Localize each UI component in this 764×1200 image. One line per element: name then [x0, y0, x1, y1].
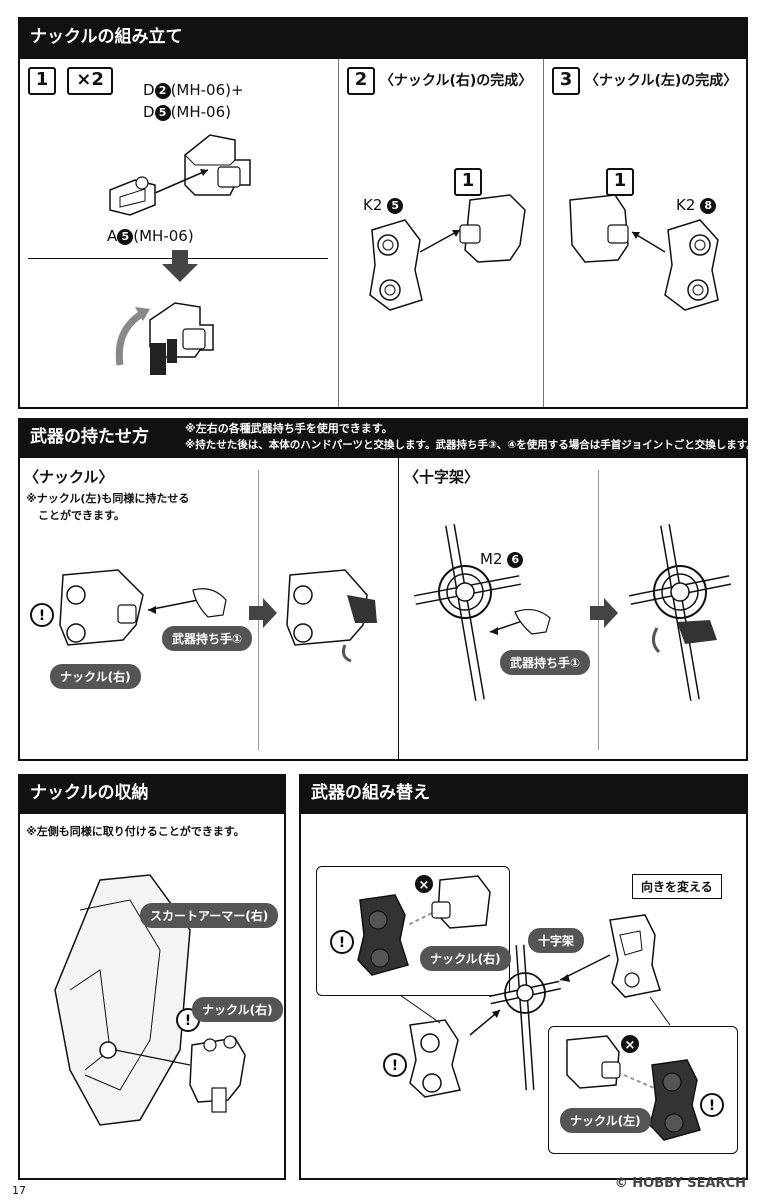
cross-mark-icon: ×	[625, 1038, 636, 1053]
warning-icon: !	[339, 935, 345, 951]
reconfig-right-label: ナックル(右)	[420, 946, 511, 971]
knuckle-subtitle: 〈ナックル〉	[24, 468, 114, 486]
reconfig-left-label: ナックル(左)	[560, 1108, 651, 1133]
step-title: 〈ナックル(右)の完成〉	[379, 73, 533, 89]
wrong-orientation-bottom-illustration: × !	[566, 1035, 724, 1141]
knuckle-held-illustration	[286, 569, 377, 663]
section-header-reconfig: 武器の組み替え	[299, 774, 748, 812]
divider	[398, 458, 399, 759]
cross-weapon-illustration	[414, 524, 551, 701]
divider	[543, 59, 544, 407]
part-label-k2-8: K2 8	[676, 196, 717, 214]
holding-note-1: ※左右の各種武器持ち手を使用できます。	[185, 422, 393, 435]
step-title: 〈ナックル(左)の完成〉	[584, 73, 738, 89]
wrong-orientation-top-illustration: ! ×	[330, 875, 491, 976]
cross-held-illustration	[629, 524, 731, 701]
warning-icon: !	[39, 608, 45, 624]
knuckle-note-line2: ことができます。	[38, 509, 125, 522]
down-arrow-icon	[162, 250, 198, 282]
divider	[338, 59, 339, 407]
quantity-badge: ×2	[67, 67, 114, 95]
skirt-armor-label: スカートアーマー(右)	[140, 903, 279, 928]
step-ref: 1	[454, 168, 482, 196]
page-number: 17	[12, 1184, 26, 1197]
warning-icon: !	[185, 1013, 191, 1029]
watermark: © HOBBY SEARCH	[614, 1176, 746, 1191]
knuckle-part-illustration	[109, 134, 251, 216]
part-label-k2-5: K2 5	[363, 196, 404, 214]
step-number: 2	[347, 67, 375, 95]
warning-icon: !	[709, 1098, 715, 1114]
right-arrow-icon	[249, 598, 277, 628]
step1-header: 1 ×2	[28, 67, 114, 95]
section-header-assembly: ナックルの組み立て	[18, 17, 748, 57]
step-number: 3	[552, 67, 580, 95]
cross-label: 十字架	[528, 928, 585, 953]
section-title: ナックルの組み立て	[30, 27, 183, 47]
section-header-holding: 武器の持たせ方	[18, 418, 748, 456]
knuckle-right-label: ナックル(右)	[50, 664, 141, 689]
section-header-storage: ナックルの収納	[18, 774, 286, 812]
cross-mark-icon: ×	[419, 878, 430, 893]
section-title: ナックルの収納	[30, 783, 149, 803]
knuckle-note-line1: ※ナックル(左)も同様に持たせる	[26, 492, 190, 505]
skirt-armor-illustration: !	[54, 874, 246, 1126]
knuckle-rotate-illustration	[115, 302, 214, 375]
reconfig-main-illustration: !	[383, 914, 671, 1098]
step2-header: 2 〈ナックル(右)の完成〉	[347, 67, 532, 95]
section-title: 武器の組み替え	[311, 783, 430, 803]
warning-icon: !	[392, 1058, 398, 1074]
holding-note-2: ※持たせた後は、本体のハンドパーツと交換します。武器持ち手③、④を使用する場合は…	[185, 439, 757, 451]
step-number: 1	[28, 67, 56, 95]
right-arrow-icon	[590, 598, 618, 628]
hand-label-cross: 武器持ち手①	[500, 650, 591, 675]
hand-label-knuckle: 武器持ち手①	[162, 626, 253, 651]
step3-header: 3 〈ナックル(左)の完成〉	[552, 67, 737, 95]
part-label-m2-6: M2 6	[480, 550, 524, 568]
step-ref: 1	[606, 168, 634, 196]
knuckle-left-illustration	[569, 194, 719, 311]
storage-note: ※左側も同様に取り付けることができます。	[26, 825, 245, 838]
cross-subtitle: 〈十字架〉	[404, 468, 480, 486]
section-title: 武器の持たせ方	[30, 427, 149, 447]
knuckle-hold-illustration: !	[30, 569, 227, 646]
turn-label: 向きを変える	[632, 874, 722, 899]
knuckle-right-illustration	[369, 194, 526, 311]
storage-knuckle-label: ナックル(右)	[192, 997, 283, 1022]
